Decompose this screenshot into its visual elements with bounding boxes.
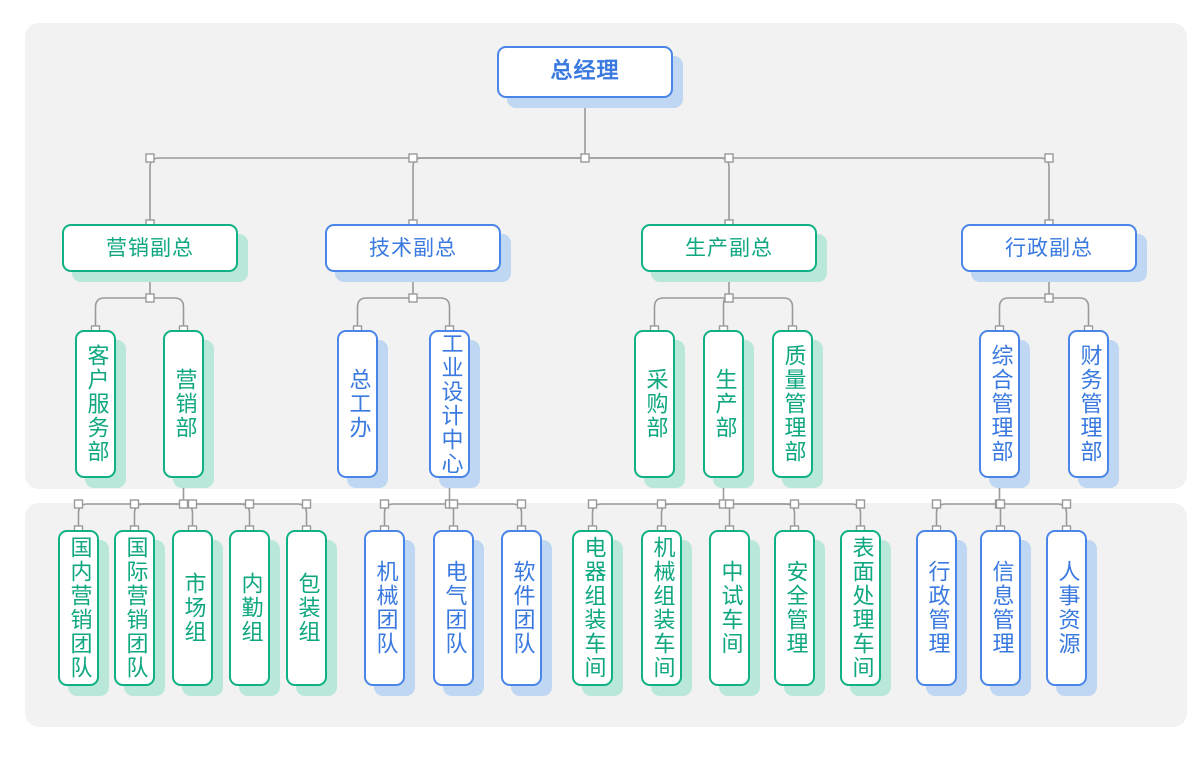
node-label: 行政管理	[924, 560, 950, 656]
node-root-general-manager[interactable]: 总经理	[497, 46, 673, 98]
node-team-9[interactable]: 机械组装车间	[641, 530, 682, 686]
node-team-12[interactable]: 表面处理车间	[840, 530, 881, 686]
node-team-2[interactable]: 市场组	[172, 530, 213, 686]
node-label: 技术副总	[369, 235, 457, 260]
node-label: 客户服务部	[83, 344, 109, 464]
node-department-1[interactable]: 营销部	[163, 330, 204, 478]
node-label: 信息管理	[988, 560, 1014, 656]
node-team-7[interactable]: 软件团队	[501, 530, 542, 686]
node-label: 中试车间	[717, 560, 743, 656]
node-label: 国际营销团队	[122, 536, 148, 680]
node-vp-2[interactable]: 生产副总	[641, 224, 817, 272]
node-label: 软件团队	[509, 560, 535, 656]
node-department-5[interactable]: 生产部	[703, 330, 744, 478]
node-label: 包装组	[294, 572, 320, 644]
node-label: 市场组	[180, 572, 206, 644]
node-label: 机械组装车间	[649, 536, 675, 680]
node-department-2[interactable]: 总工办	[337, 330, 378, 478]
node-label: 电器组装车间	[580, 536, 606, 680]
node-team-0[interactable]: 国内营销团队	[58, 530, 99, 686]
node-department-0[interactable]: 客户服务部	[75, 330, 116, 478]
node-department-6[interactable]: 质量管理部	[772, 330, 813, 478]
node-label: 营销副总	[106, 235, 194, 260]
node-label: 综合管理部	[987, 344, 1013, 464]
node-team-15[interactable]: 人事资源	[1046, 530, 1087, 686]
node-department-7[interactable]: 综合管理部	[979, 330, 1020, 478]
node-label: 内勤组	[237, 572, 263, 644]
node-label: 行政副总	[1005, 235, 1093, 260]
node-department-3[interactable]: 工业设计中心	[429, 330, 470, 478]
node-team-8[interactable]: 电器组装车间	[572, 530, 613, 686]
node-label: 机械团队	[372, 560, 398, 656]
node-department-4[interactable]: 采购部	[634, 330, 675, 478]
node-team-10[interactable]: 中试车间	[709, 530, 750, 686]
node-vp-0[interactable]: 营销副总	[62, 224, 238, 272]
node-label: 表面处理车间	[848, 536, 874, 680]
node-team-13[interactable]: 行政管理	[916, 530, 957, 686]
node-label: 安全管理	[782, 560, 808, 656]
node-label: 总工办	[345, 368, 371, 440]
node-label: 采购部	[642, 368, 668, 440]
node-department-8[interactable]: 财务管理部	[1068, 330, 1109, 478]
node-label: 生产副总	[685, 235, 773, 260]
node-team-4[interactable]: 包装组	[286, 530, 327, 686]
node-label: 总经理	[550, 59, 620, 85]
node-label: 工业设计中心	[437, 332, 463, 476]
node-label: 财务管理部	[1076, 344, 1102, 464]
node-label: 电气团队	[441, 560, 467, 656]
node-vp-1[interactable]: 技术副总	[325, 224, 501, 272]
node-team-5[interactable]: 机械团队	[364, 530, 405, 686]
node-label: 人事资源	[1054, 560, 1080, 656]
node-label: 质量管理部	[780, 344, 806, 464]
node-label: 营销部	[171, 368, 197, 440]
node-team-11[interactable]: 安全管理	[774, 530, 815, 686]
node-label: 生产部	[711, 368, 737, 440]
node-team-6[interactable]: 电气团队	[433, 530, 474, 686]
node-team-3[interactable]: 内勤组	[229, 530, 270, 686]
node-label: 国内营销团队	[66, 536, 92, 680]
node-team-14[interactable]: 信息管理	[980, 530, 1021, 686]
node-team-1[interactable]: 国际营销团队	[114, 530, 155, 686]
node-vp-3[interactable]: 行政副总	[961, 224, 1137, 272]
